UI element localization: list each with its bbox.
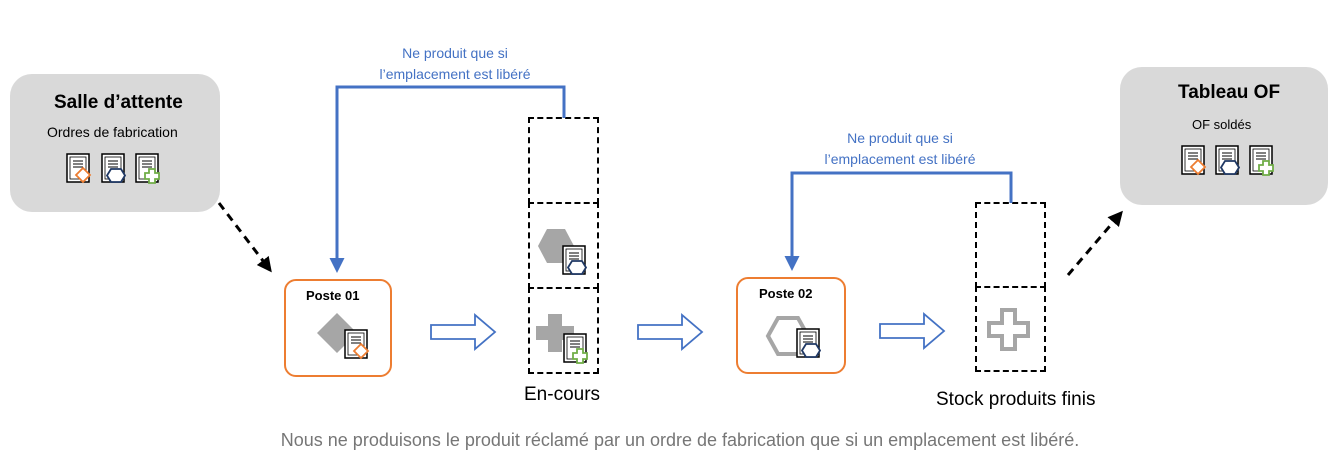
station-02-label: Poste 02 (759, 286, 813, 301)
kanban-note-1-line2: l’emplacement est libéré (379, 66, 531, 82)
wip-label: En-cours (524, 384, 601, 405)
kanban-note-1-line1: Ne produit que si (402, 45, 508, 61)
waiting-room-subtitle: Ordres de fabrication (47, 124, 178, 140)
block-arrow-3 (879, 312, 946, 350)
order-sheet-cross-icon (136, 154, 159, 183)
wip-slot-empty (528, 117, 599, 204)
order-sheet-hexagon-icon (563, 246, 586, 274)
cross-product-icon (987, 308, 1030, 351)
station-01-label: Poste 01 (306, 288, 360, 303)
order-sheet-cross-icon (564, 334, 587, 363)
finished-stock-label: Stock produits finis (936, 389, 1096, 410)
order-sheet-cross-icon (1250, 146, 1273, 175)
order-sheet-diamond-icon (1182, 146, 1205, 174)
kanban-note-2-line2: l’emplacement est libéré (824, 151, 976, 167)
block-arrow-2 (637, 313, 704, 351)
flow-arrow-out (1066, 210, 1123, 276)
station-01-box (284, 279, 392, 377)
cross-product-icon (536, 314, 574, 352)
waiting-room-title: Salle d’attente (54, 92, 183, 113)
of-board-subtitle: OF soldés (1192, 117, 1252, 132)
kanban-note-2: Ne produit que si l’emplacement est libé… (785, 128, 1015, 170)
kanban-arrow-icon (784, 171, 1013, 271)
order-sheet-hexagon-icon (797, 329, 820, 357)
station-02-box (736, 277, 846, 374)
order-sheet-diamond-icon (67, 154, 90, 182)
flow-arrow-in (217, 202, 272, 273)
of-board-title: Tableau OF (1178, 82, 1281, 103)
caption: Nous ne produisons le produit réclamé pa… (280, 430, 1080, 450)
order-sheet-hexagon-icon (1216, 146, 1239, 174)
block-arrow-1 (430, 313, 497, 351)
waiting-room-box (10, 74, 220, 212)
kanban-note-1: Ne produit que si l’emplacement est libé… (340, 43, 570, 85)
order-sheet-hexagon-icon (102, 154, 125, 182)
order-sheet-diamond-icon (345, 330, 368, 358)
kanban-note-2-line1: Ne produit que si (847, 130, 953, 146)
kanban-arrow-icon (329, 85, 566, 273)
of-board-box (1120, 67, 1328, 205)
